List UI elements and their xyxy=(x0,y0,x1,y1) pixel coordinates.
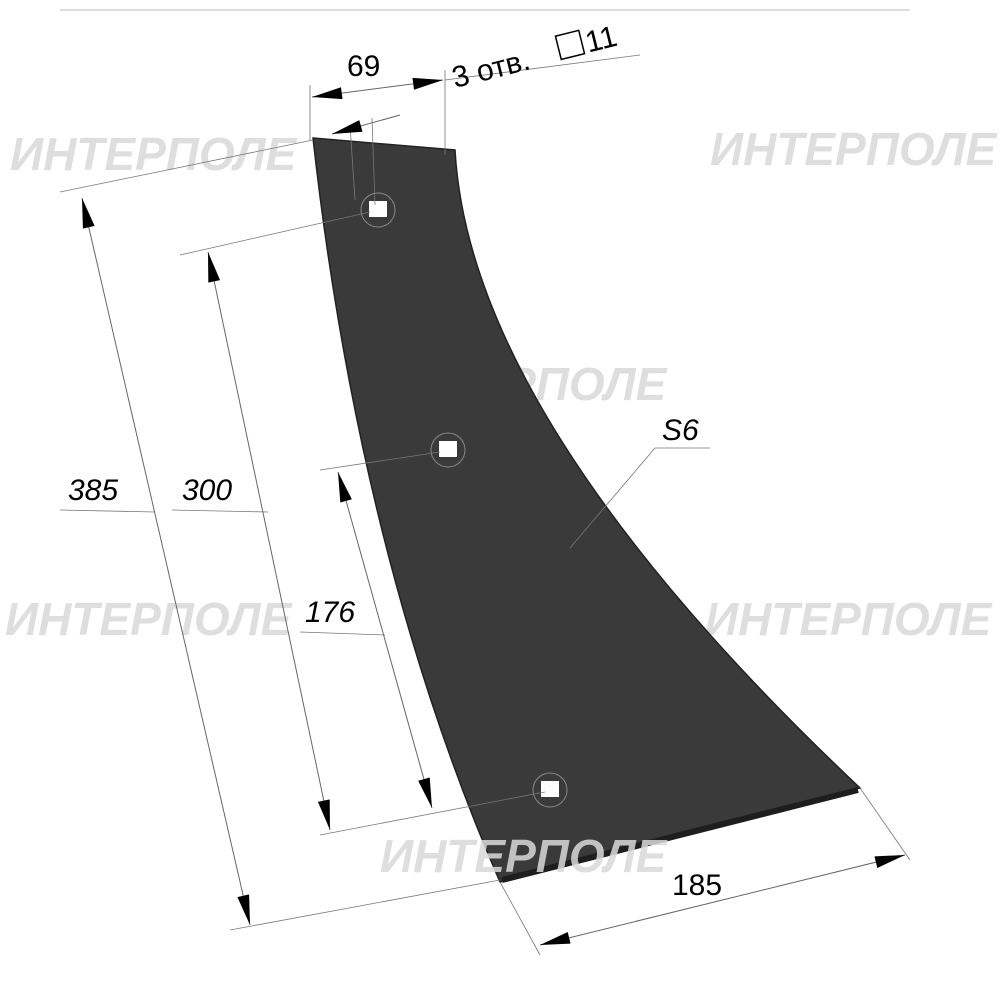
square-hole-icon xyxy=(554,29,586,61)
dim-385 xyxy=(81,197,251,926)
dim-label-185: 185 xyxy=(672,869,722,902)
dimension-lines xyxy=(81,77,906,946)
dim-label-176: 176 xyxy=(305,596,355,629)
dim-176 xyxy=(337,471,433,809)
dim-69 xyxy=(311,77,444,100)
thickness-label: S6 xyxy=(662,414,699,447)
plow-blade-part xyxy=(312,137,862,883)
dim-hole-offset xyxy=(331,114,401,135)
watermark: ИНТЕРПОЛЕ xyxy=(710,123,998,175)
hole-size-text: 11 xyxy=(582,20,620,60)
watermark: ИНТЕРПОЛЕ xyxy=(380,830,668,882)
dim-300 xyxy=(207,251,331,831)
dim-185 xyxy=(539,854,906,946)
hole xyxy=(430,432,466,468)
dim-label-385: 385 xyxy=(68,474,118,507)
hole xyxy=(360,192,396,228)
dim-label-69: 69 xyxy=(347,50,380,83)
holes-note: 3 отв. 11 xyxy=(449,20,621,95)
watermark: ИНТЕРПОЛЕ xyxy=(10,128,298,180)
holes-note-text: 3 отв. xyxy=(449,44,534,95)
hole xyxy=(532,772,568,808)
dim-label-300: 300 xyxy=(182,474,232,507)
watermark: ИНТЕРПОЛЕ xyxy=(705,593,993,645)
watermark: ИНТЕРПОЛЕ xyxy=(5,593,293,645)
